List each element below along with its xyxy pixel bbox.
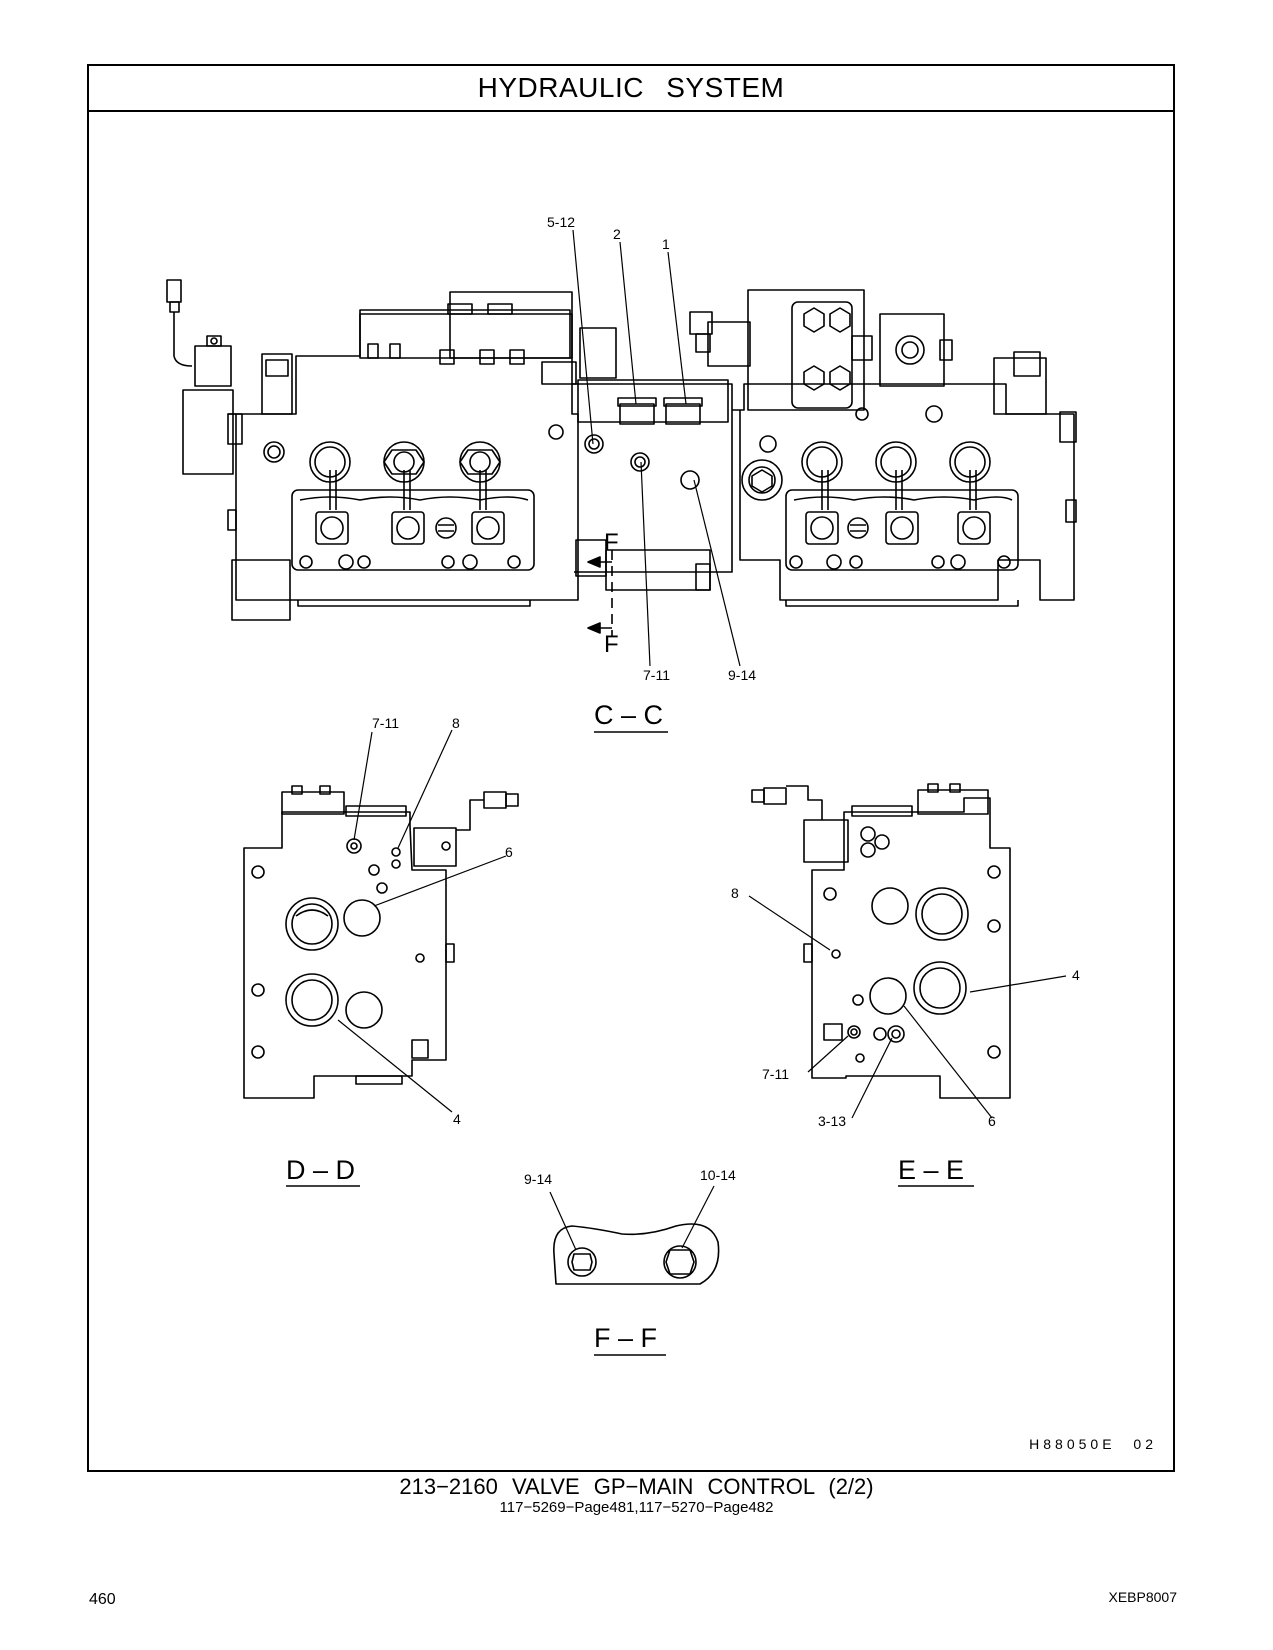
title-bar: HYDRAULIC SYSTEM bbox=[89, 66, 1173, 112]
view-ee-drawing bbox=[751, 783, 1011, 1099]
view-cc-leaders bbox=[572, 229, 741, 667]
callout-cc-1: 1 bbox=[662, 236, 670, 252]
callout-dd-7-11: 7-11 bbox=[372, 715, 399, 731]
page-number: 460 bbox=[89, 1591, 116, 1608]
view-dd-leaders bbox=[337, 729, 507, 1113]
callout-cc-2: 2 bbox=[613, 226, 621, 242]
page-title: HYDRAULIC SYSTEM bbox=[477, 72, 785, 103]
callout-cc-9-14: 9-14 bbox=[728, 667, 756, 683]
callout-ff-10-14: 10-14 bbox=[700, 1167, 736, 1183]
callout-dd-6: 6 bbox=[505, 844, 513, 860]
callout-dd-4: 4 bbox=[453, 1111, 461, 1127]
callout-cc-5-12: 5-12 bbox=[547, 214, 575, 230]
callout-ee-7-11: 7-11 bbox=[762, 1066, 789, 1082]
caption-title: 213−2160 VALVE GP−MAIN CONTROL (2/2) bbox=[399, 1474, 874, 1499]
callout-cc-7-11: 7-11 bbox=[643, 667, 670, 683]
callout-ee-3-13: 3-13 bbox=[818, 1113, 846, 1129]
callout-ee-6: 6 bbox=[988, 1113, 996, 1129]
document-id: XEBP8007 bbox=[1108, 1589, 1178, 1605]
view-dd-drawing bbox=[243, 785, 519, 1099]
view-ee-leaders bbox=[748, 895, 1067, 1119]
section-mark-f-top: F bbox=[604, 529, 619, 556]
view-cc-drawing bbox=[166, 279, 1077, 636]
callout-ee-4: 4 bbox=[1072, 967, 1080, 983]
view-ff-drawing bbox=[553, 1223, 720, 1285]
section-mark-f-bottom: F bbox=[604, 631, 619, 658]
callout-ee-8: 8 bbox=[731, 885, 739, 901]
section-label-cc: C – C bbox=[594, 700, 663, 730]
section-labels: C – C D – D E – E F – F bbox=[286, 700, 974, 1356]
illustration-code: H88050E 02 bbox=[1029, 1436, 1157, 1452]
callout-ff-9-14: 9-14 bbox=[524, 1171, 552, 1187]
caption-references: 117−5269−Page481,117−5270−Page482 bbox=[499, 1499, 774, 1516]
diagram-frame: HYDRAULIC SYSTEM H88050E 02 bbox=[87, 64, 1175, 1472]
section-label-ff: F – F bbox=[594, 1323, 657, 1353]
section-label-ee: E – E bbox=[898, 1155, 964, 1185]
callout-labels: 5-12 2 1 7-11 9-14 7-11 8 6 4 8 4 7-11 3… bbox=[372, 214, 1080, 1187]
callout-dd-8: 8 bbox=[452, 715, 460, 731]
section-label-dd: D – D bbox=[286, 1155, 355, 1185]
view-ff-leaders bbox=[549, 1185, 715, 1251]
